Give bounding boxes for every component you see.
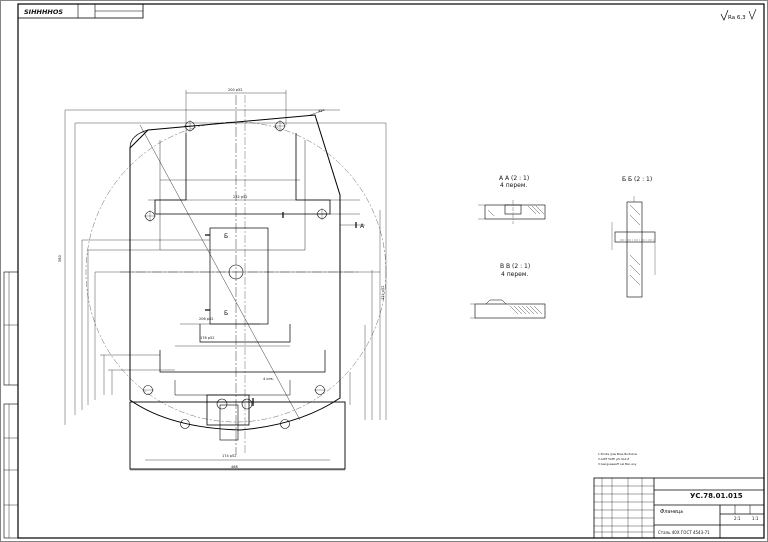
check-mark-icon [720,9,729,21]
dim-right: 314 p52 [381,286,385,300]
drawing-frame [17,3,765,539]
dim-low-width: 176 p52 [200,336,214,340]
dim-top-width: 200 p52 [228,88,242,92]
dim-angle: 45° [318,109,324,113]
section-vv-title: В В (2 : 1) [500,263,530,270]
dimension-lines [64,90,387,471]
scale-value: 2:1 [734,516,741,521]
section-vv: В В (2 : 1) 4 перем. [470,263,546,319]
sheet-value: 1:1 [752,516,759,521]
main-view-labels: 200 p52 232 p52 206 p52 176 p52 174 p52 … [58,88,385,469]
left-margin-stamps [3,271,19,539]
title-block: УС.78.01.015 Фланець 2:1 1:1 Сталь 40Х Г… [593,477,765,539]
roughness-symbol: Ra 6,3 [720,8,757,21]
dim-inner-width: 232 p52 [233,195,247,199]
view-label-a: А [360,223,365,230]
section-aa: А А (2 : 1) 4 перем. [478,175,546,224]
section-bb: Б Б (2 : 1) [611,176,656,298]
roughness-text: Ra 6,3 [728,15,746,21]
technical-notes: 1 Points (pas Boss Burtobus 2 ALTE 5ATE … [598,452,638,466]
base-plate [129,401,346,470]
stamp-text: SIHHHHOS [24,8,63,16]
note-2: 2 ALTE 5ATE µ% 0L0 Z [598,457,629,461]
diagonal-line [139,124,301,421]
view-label-b-top: Б [224,233,228,240]
doc-code: УС.78.01.015 [690,492,743,500]
top-stamp: SIHHHHOS [17,3,144,19]
part-name: Фланець [660,509,683,515]
main-view [64,90,387,471]
section-bb-title: Б Б (2 : 1) [622,176,652,183]
dim-hole-note: 4 отв. [263,377,274,381]
dim-total-width: 468 [231,465,238,469]
dim-mid-width: 206 p52 [199,317,213,321]
dim-total-height: 580 [58,255,62,262]
section-aa-title: А А (2 : 1) [499,175,529,182]
section-marks [205,212,357,406]
material-text: Сталь 40Х ГОСТ 4543-71 [658,530,710,535]
inner-pocket [154,133,331,215]
flange-outline [129,114,341,431]
bolt-holes [142,120,328,429]
dim-bottom-inner: 174 p52 [222,454,236,458]
note-1: 1 Points (pas Boss Burtobus [598,452,638,456]
view-label-b-bottom: Б [224,310,228,317]
section-vv-note: 4 перем. [501,271,528,278]
note-3: 3 Ganguaaaaf? Lel Ban any [598,462,637,466]
section-aa-note: 4 перем. [500,182,527,189]
